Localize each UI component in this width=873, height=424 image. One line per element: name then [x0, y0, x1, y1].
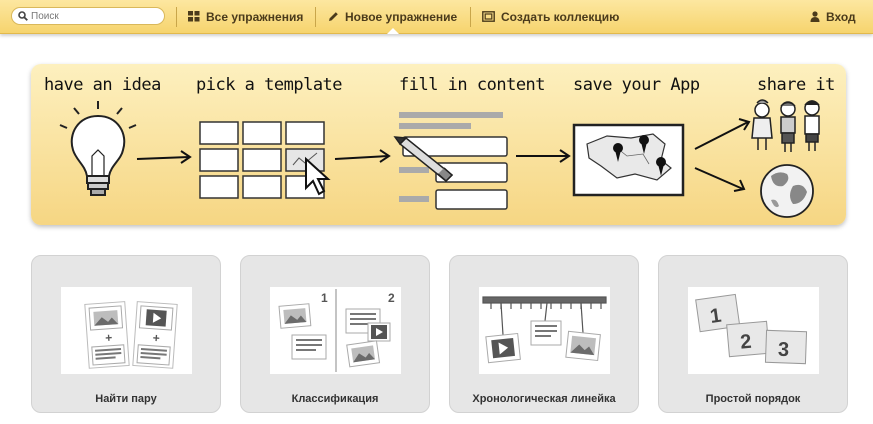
template-card-label: Простой порядок [705, 393, 801, 405]
arrow-icon [694, 167, 746, 192]
nav-all-exercises[interactable]: Все упражнения [188, 0, 303, 33]
globe-icon [760, 164, 814, 218]
template-card-label: Хронологическая линейка [472, 393, 616, 405]
workflow-illustration [59, 99, 820, 218]
template-card-simple-order[interactable]: 1 2 3 Простой порядок [658, 255, 848, 413]
plus-icon: + [152, 331, 160, 345]
lightbulb-icon [59, 101, 137, 196]
simple-order-preview: 1 2 3 [688, 287, 819, 374]
image-icon [283, 308, 307, 324]
category-number: 1 [321, 291, 328, 305]
arrow-icon [694, 118, 751, 150]
text-lines-icon [296, 339, 322, 351]
pencil-drawing-icon [393, 136, 454, 183]
template-card-classification[interactable]: 1 2 Классификация [240, 255, 430, 413]
arrow-icon [334, 149, 391, 163]
nav-all-exercises-label: Все упражнения [206, 9, 304, 24]
matching-preview: + + [61, 287, 192, 374]
cursor-icon [305, 156, 331, 196]
login-label: Вход [826, 9, 856, 24]
nav-divider [470, 7, 471, 27]
classification-preview: 1 2 [270, 287, 401, 374]
template-card-label: Найти пару [95, 393, 157, 405]
nav-create-collection[interactable]: Создать коллекцию [482, 0, 619, 33]
step-label-share: share it [757, 75, 835, 95]
search-box[interactable] [11, 7, 165, 25]
collection-icon [482, 11, 495, 22]
text-lines-icon [535, 325, 557, 337]
form-fields-icon [399, 112, 508, 210]
step-label-template: pick a template [196, 75, 343, 95]
search-input[interactable] [31, 10, 151, 22]
nav-create-collection-label: Создать коллекцию [501, 9, 620, 24]
map-pin-icon [639, 135, 649, 154]
search-icon [18, 11, 28, 21]
top-navigation-bar: Все упражнения Новое упражнение Создать … [0, 0, 873, 34]
user-icon [810, 11, 820, 22]
category-number: 2 [388, 291, 395, 305]
template-card-matching[interactable]: + + Найти пару [31, 255, 221, 413]
login-link[interactable]: Вход [810, 0, 856, 33]
text-lines-icon [95, 347, 122, 360]
plus-icon: + [105, 331, 113, 345]
image-icon [93, 310, 119, 326]
arrow-icon [516, 149, 571, 163]
order-number: 3 [778, 339, 790, 361]
nav-divider [315, 7, 316, 27]
timeline-ruler [482, 296, 607, 336]
grid-icon [188, 11, 200, 22]
image-icon [351, 345, 375, 363]
timeline-preview [479, 287, 610, 374]
template-card-timeline[interactable]: Хронологическая линейка [449, 255, 639, 413]
step-label-save: save your App [573, 75, 700, 95]
nav-divider [176, 7, 177, 27]
video-icon [145, 309, 167, 327]
nav-new-exercise-label: Новое упражнение [345, 9, 458, 24]
order-number: 2 [739, 331, 752, 354]
text-lines-icon [140, 347, 167, 360]
image-icon [570, 335, 596, 356]
order-number: 1 [709, 305, 723, 328]
video-icon [491, 337, 515, 359]
arrow-icon [136, 150, 192, 164]
step-label-idea: have an idea [44, 75, 161, 95]
template-card-label: Классификация [291, 393, 379, 405]
map-pin-icon [656, 157, 666, 176]
workflow-banner: have an idea pick a template fill in con… [31, 64, 846, 225]
step-label-content: fill in content [399, 75, 546, 95]
map-pin-icon [613, 143, 623, 162]
text-lines-icon [350, 313, 376, 325]
nav-new-exercise[interactable]: Новое упражнение [328, 0, 458, 34]
map-icon [572, 123, 685, 197]
people-icon [751, 99, 820, 152]
pencil-icon [329, 12, 338, 21]
video-icon [367, 322, 391, 342]
